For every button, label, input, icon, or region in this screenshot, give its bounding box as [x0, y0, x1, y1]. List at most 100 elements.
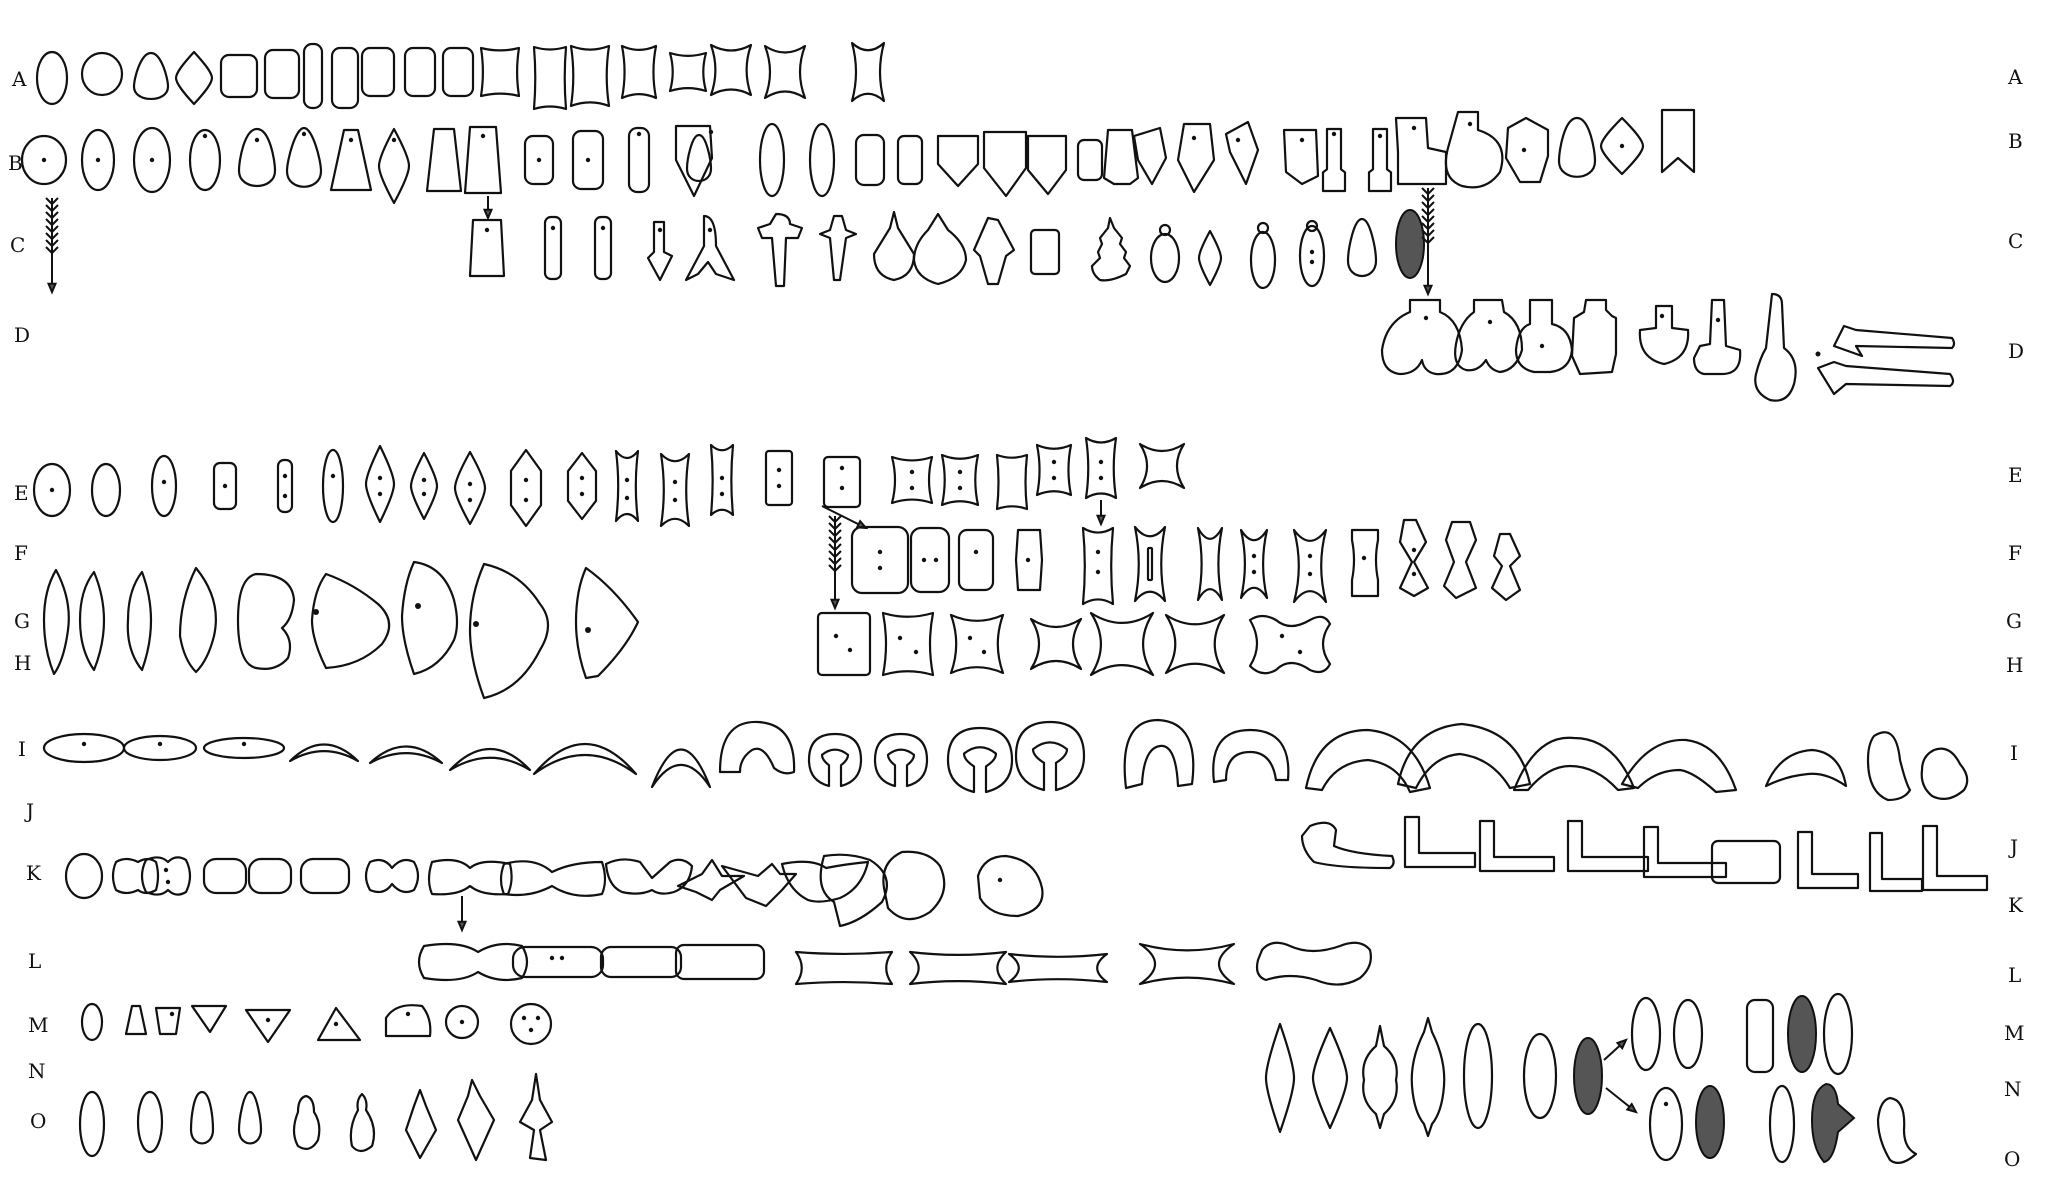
bead-outline [1923, 826, 1987, 890]
bead-outline [1770, 1086, 1794, 1162]
bead-perforation [422, 478, 426, 482]
bead-outline [652, 750, 710, 788]
bead-outline [332, 48, 358, 108]
row-label-right-k: K [2008, 893, 2024, 917]
bead-outline [534, 744, 636, 774]
bead-perforation [1052, 460, 1056, 464]
bead-perforation [1096, 570, 1100, 574]
bead-outline [676, 126, 712, 196]
bead-outline [278, 460, 292, 512]
bead-outline [511, 450, 541, 526]
bead-perforation [1716, 318, 1720, 322]
row-label-left-k: K [26, 861, 42, 885]
bead-outline [1480, 821, 1554, 871]
bead-perforation [1522, 148, 1526, 152]
bead-outline [1674, 1000, 1702, 1068]
bead-outline [287, 128, 321, 187]
bead-outline [142, 857, 190, 894]
bead-perforation [910, 470, 914, 474]
bead-perforation [708, 228, 712, 232]
bead-perforation [536, 1016, 540, 1020]
bead-outline [824, 457, 860, 507]
bead-outline [246, 1010, 290, 1042]
row-label-right-h: H [2006, 653, 2023, 677]
bead-perforation [537, 158, 541, 162]
bead-outline [1400, 520, 1428, 596]
bead-outline [265, 50, 299, 98]
bead-outline [402, 562, 457, 674]
bead-outline [190, 130, 220, 190]
bead-perforation [150, 158, 154, 162]
bead-perforation [1252, 554, 1256, 558]
bead-outline [450, 749, 530, 770]
bead-outline [1694, 300, 1740, 374]
bead-outline [622, 46, 656, 98]
bead-perforation [878, 550, 882, 554]
bead-perforation [934, 558, 938, 562]
bead-outline [1369, 129, 1391, 191]
bead-perforation [1412, 126, 1416, 130]
bead-outline [1031, 230, 1059, 274]
bead-outline [1352, 530, 1378, 596]
bead-perforation [914, 650, 918, 654]
row-label-left-j: J [24, 799, 34, 823]
bead-outline [1632, 998, 1660, 1070]
bead-outline [661, 454, 689, 526]
bead-outline [1662, 110, 1694, 172]
bead-outline [411, 453, 437, 519]
bead-outline [874, 212, 914, 280]
bead-outline [370, 747, 442, 764]
bead-outline [711, 45, 751, 95]
bead-outline [1412, 1018, 1445, 1136]
bead-perforation [637, 132, 641, 136]
bead-outline [1091, 613, 1153, 675]
bead-perforation [1816, 352, 1821, 357]
bead-outline [782, 862, 868, 902]
bead-outline [1306, 730, 1430, 792]
bead-perforation [1332, 132, 1336, 136]
bead-outline [429, 860, 512, 894]
bead-outline [898, 136, 922, 184]
bead-outline [629, 128, 649, 192]
bead-perforation [1099, 460, 1103, 464]
bead-outline [796, 952, 892, 984]
bead-outline [911, 528, 949, 592]
bead-outline [670, 53, 706, 91]
bead-outline [82, 53, 122, 95]
bead-outline [1148, 548, 1152, 580]
bead-perforation [349, 138, 353, 142]
bead-outline [1492, 534, 1520, 600]
bead-outline [820, 216, 856, 280]
bead-perforation [1660, 314, 1664, 318]
bead-perforation [958, 470, 962, 474]
bead-outline [1178, 124, 1214, 192]
bead-outline [720, 722, 794, 773]
bead-outline [616, 451, 638, 521]
bead-outline [455, 452, 485, 524]
row-label-right-i: I [2010, 741, 2018, 765]
bead-outline [760, 124, 784, 196]
bead-perforation [777, 484, 781, 488]
bead-perforation [958, 486, 962, 490]
bead-perforation [485, 228, 489, 232]
bead-outline [204, 738, 284, 758]
bead-perforation [580, 476, 584, 480]
bead-outline [405, 48, 435, 96]
bead-outline [1405, 817, 1475, 867]
bead-perforation [878, 566, 882, 570]
bead-outline [1834, 326, 1954, 356]
bead-perforation [378, 476, 382, 480]
bead-perforation [473, 621, 479, 627]
bead-perforation [601, 226, 605, 230]
bead-perforation [910, 486, 914, 490]
row-label-left-i: I [18, 737, 26, 761]
bead-outline [1135, 527, 1165, 601]
bead-outline [1037, 445, 1071, 495]
bead-outline [1824, 994, 1852, 1074]
bead-perforation [1378, 134, 1382, 138]
bead-perforation [1096, 550, 1100, 554]
bead-perforation [658, 228, 662, 232]
bead-outline-hatched [1788, 996, 1816, 1072]
bead-outline [678, 860, 744, 900]
bead-outline [1398, 724, 1530, 788]
